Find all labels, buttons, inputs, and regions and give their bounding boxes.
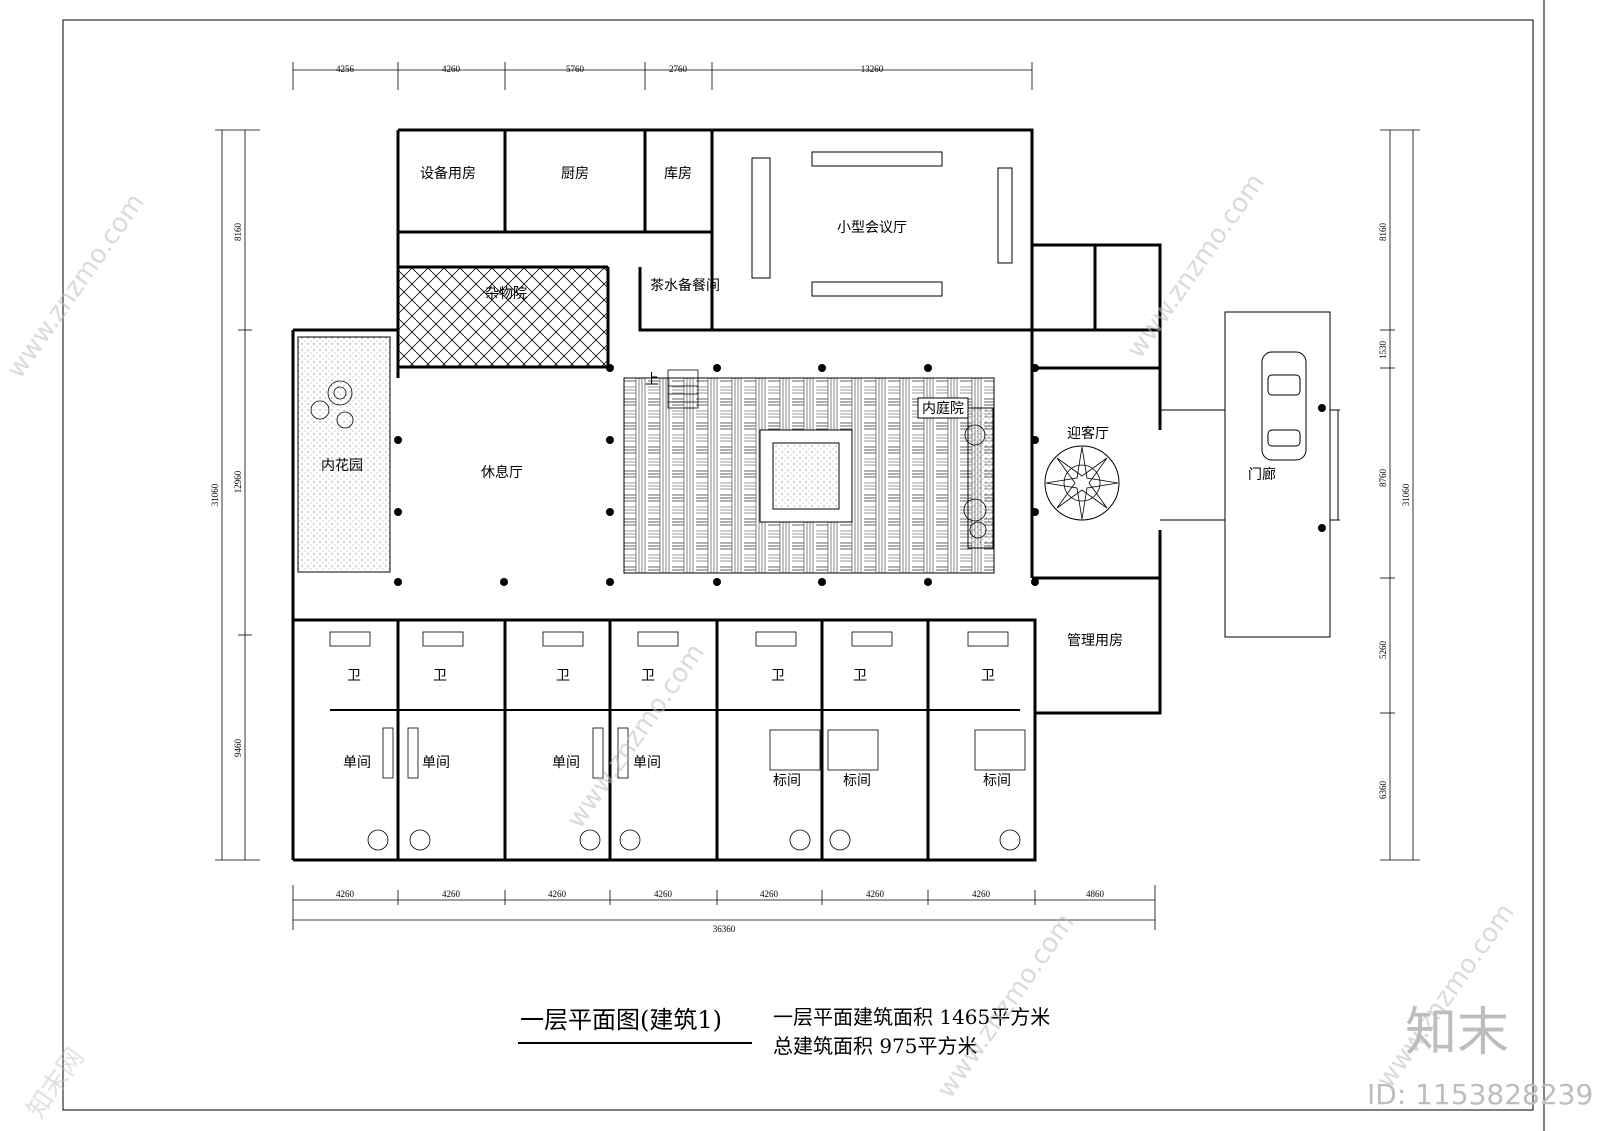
dim-left-2: 12960 xyxy=(233,470,243,493)
bottom-dimension-chain xyxy=(292,885,1156,930)
room-fixtures xyxy=(329,631,1026,851)
dim-left-3: 9460 xyxy=(233,739,243,758)
courtyard-planter xyxy=(967,407,994,549)
dim-bottom-4: 4260 xyxy=(654,889,673,899)
label-bath-4: 卫 xyxy=(641,668,655,684)
area-line-1: 一层平面建筑面积 1465平方米 xyxy=(773,1005,1050,1029)
watermark-logo: 知末 xyxy=(1405,1003,1509,1063)
label-bath-2: 卫 xyxy=(433,668,447,684)
label-porch: 门廊 xyxy=(1248,466,1276,483)
label-lounge: 休息厅 xyxy=(481,464,523,481)
label-management: 管理用房 xyxy=(1067,633,1123,649)
columns xyxy=(394,364,1326,586)
label-bath-6: 卫 xyxy=(853,668,867,684)
watermark-id: ID: 1153828239 xyxy=(1367,1078,1593,1111)
garden-fill xyxy=(297,336,391,573)
label-courtyard: 内庭院 xyxy=(922,400,964,417)
dim-top-1: 4256 xyxy=(336,64,355,74)
watermark-url-1: www.znzmo.com xyxy=(1,188,151,384)
label-kitchen: 厨房 xyxy=(561,166,589,182)
right-dimension-chain xyxy=(1380,129,1420,861)
top-dimension-chain xyxy=(292,62,1033,90)
meeting-chairs xyxy=(751,151,1013,297)
dim-bottom-1: 4260 xyxy=(336,889,355,899)
dim-bottom-2: 4260 xyxy=(442,889,461,899)
dim-top-5: 13260 xyxy=(861,64,884,74)
yard-hatch xyxy=(397,266,609,368)
dim-bottom-3: 4260 xyxy=(548,889,567,899)
label-bath-7: 卫 xyxy=(981,668,995,684)
car-outline xyxy=(1261,351,1307,461)
watermark-url-3: www.znzmo.com xyxy=(561,638,711,834)
label-bath-1: 卫 xyxy=(347,668,361,684)
label-standard-2: 标间 xyxy=(843,773,871,789)
stair xyxy=(667,369,699,409)
dim-top-4: 2760 xyxy=(669,64,688,74)
label-equipment-room: 设备用房 xyxy=(420,165,476,182)
label-reception: 迎客厅 xyxy=(1067,425,1109,442)
porch-structure xyxy=(1160,311,1340,638)
dim-right-total: 31060 xyxy=(1401,483,1411,506)
label-tea-room: 茶水备餐间 xyxy=(650,277,720,294)
label-single-4: 单间 xyxy=(633,755,661,771)
courtyard-label-box xyxy=(917,397,969,419)
dim-bottom-5: 4260 xyxy=(760,889,779,899)
left-dimension-chain xyxy=(215,129,260,861)
dim-bottom-total: 36360 xyxy=(713,924,736,934)
dim-right-2: 1530 xyxy=(1378,341,1388,360)
label-stair-up: 上 xyxy=(645,372,659,388)
drawing-border xyxy=(62,19,1534,1111)
dim-right-3: 8760 xyxy=(1378,469,1388,488)
label-bath-5: 卫 xyxy=(771,668,785,684)
walls xyxy=(291,128,1162,862)
dim-left-1: 8160 xyxy=(233,223,243,242)
label-meeting-hall: 小型会议厅 xyxy=(837,220,907,236)
area-line-2: 总建筑面积 975平方米 xyxy=(773,1034,978,1058)
label-garden: 内花园 xyxy=(321,458,363,474)
dim-right-4: 5260 xyxy=(1378,641,1388,660)
dim-right-5: 6360 xyxy=(1378,781,1388,800)
label-single-3: 单间 xyxy=(552,755,580,771)
compass-rose xyxy=(1044,445,1120,521)
label-standard-1: 标间 xyxy=(773,773,801,789)
courtyard-feature-inner xyxy=(772,442,840,510)
label-single-2: 单间 xyxy=(422,755,450,771)
watermark-url-5: www.znzmo.com xyxy=(1371,898,1521,1094)
dim-top-3: 5760 xyxy=(566,64,585,74)
label-single-1: 单间 xyxy=(343,755,371,771)
dim-bottom-8: 4860 xyxy=(1086,889,1105,899)
dim-bottom-7: 4260 xyxy=(972,889,991,899)
label-bath-3: 卫 xyxy=(556,668,570,684)
dim-top-2: 4260 xyxy=(442,64,461,74)
label-storage: 库房 xyxy=(664,166,692,182)
label-yard: 杂物院 xyxy=(485,286,527,302)
label-standard-3: 标间 xyxy=(983,773,1011,789)
watermark-brand: 知末网 xyxy=(21,1043,90,1124)
dim-left-total: 31060 xyxy=(210,483,220,506)
dim-bottom-6: 4260 xyxy=(866,889,885,899)
drawing-title: 一层平面图(建筑1) xyxy=(520,1006,722,1034)
dim-right-1: 8160 xyxy=(1378,223,1388,242)
watermark-url-2: www.znzmo.com xyxy=(1121,168,1271,364)
garden-trees xyxy=(310,380,987,539)
